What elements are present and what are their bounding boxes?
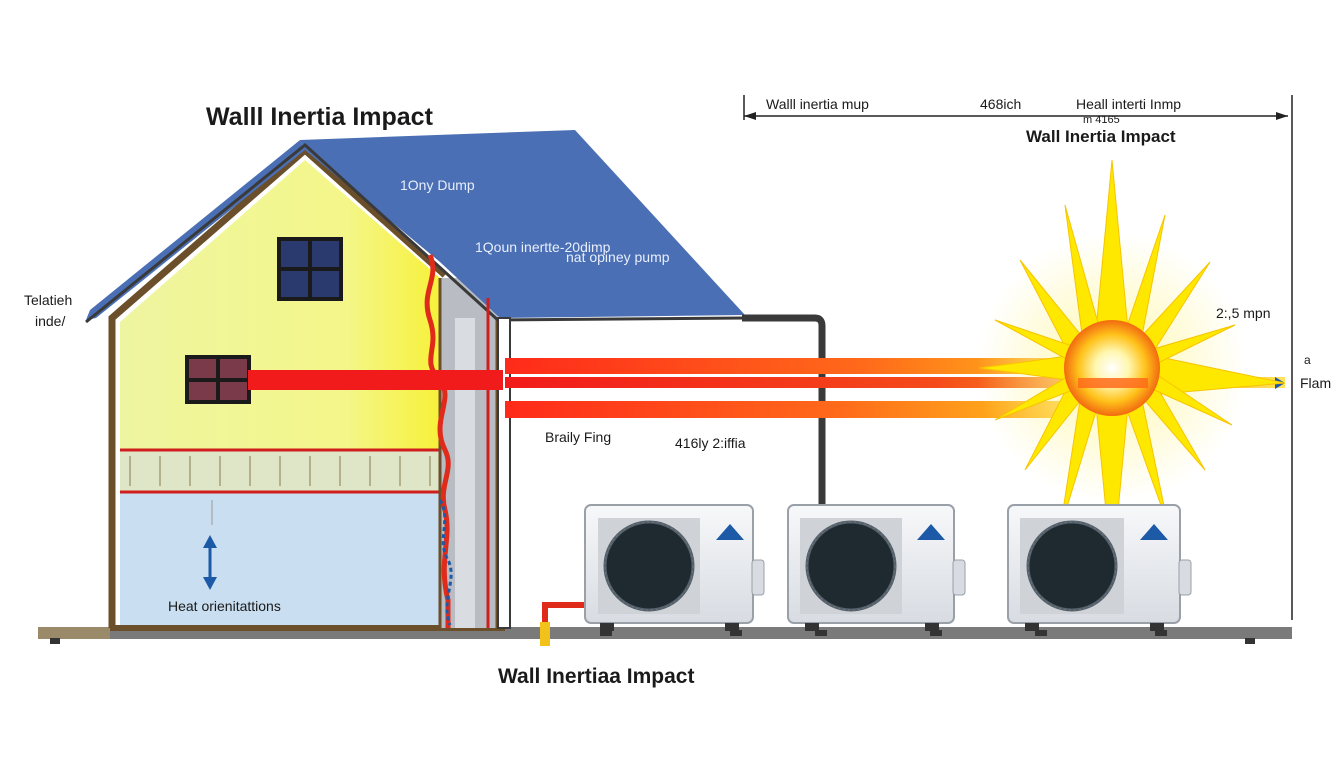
braily-fing-label: Braily Fing [545,429,611,445]
heat-ray-2 [505,377,1285,388]
ground-left-strip [38,627,110,639]
lower-floor-fill [120,492,445,627]
window-icon [277,237,343,301]
refrigerant-pipe [742,314,826,505]
heat-orientations-label: Heat orienitattions [168,598,281,614]
heat-pump-unit-icon [1007,504,1192,631]
bottom-title: Wall Inertiaa Impact [498,665,694,688]
heat-rays [248,358,1285,418]
heat-pump-unit-icon [787,504,966,631]
dimension-bar [743,95,1293,620]
roof-lower-label-1: 1Qoun inertte-20dimp [475,239,611,255]
heat-ray-3 [505,401,1065,418]
roof-upper-label: 1Ony Dump [400,177,475,193]
dimension-sub-label: m 4165 [1083,114,1120,126]
sun-rate-label: 2:,5 mpn [1216,305,1270,321]
flam-label: Flam [1300,375,1331,391]
flam-symbol: a [1304,353,1311,367]
house-outer-wall [108,145,448,628]
dimension-left-label: Walll inertia mup [766,96,869,112]
floor-slab [120,450,445,492]
ground-feet [50,630,1255,644]
window-icon [185,355,251,404]
heat-coil-red [424,254,451,628]
left-side-label-2: inde/ [35,313,65,329]
pipe-base-yellow [540,622,550,646]
heat-ray-indoor [248,370,503,390]
house [85,130,746,631]
heat-coil-blue [438,499,453,626]
roof [300,130,745,318]
main-title: Walll Inertia Impact [206,103,434,131]
slab-hatching [129,456,431,486]
ratio-label: 416ly 2:iffia [675,435,746,451]
dimension-middle-label: 468ich [980,96,1021,112]
heat-pump-unit-icon [584,504,765,631]
pipe-base-red [542,602,585,628]
dimension-right-label: Heall interti Inmp [1076,96,1181,112]
roof-lower-label-2: nat opiney pump [566,249,670,265]
sun-icon [977,159,1286,576]
left-side-label-1: Telatieh [24,292,72,308]
heat-ray-1 [505,358,1105,374]
double-arrow-icon [203,500,217,590]
top-right-title: Wall Inertia Impact [1026,127,1176,146]
